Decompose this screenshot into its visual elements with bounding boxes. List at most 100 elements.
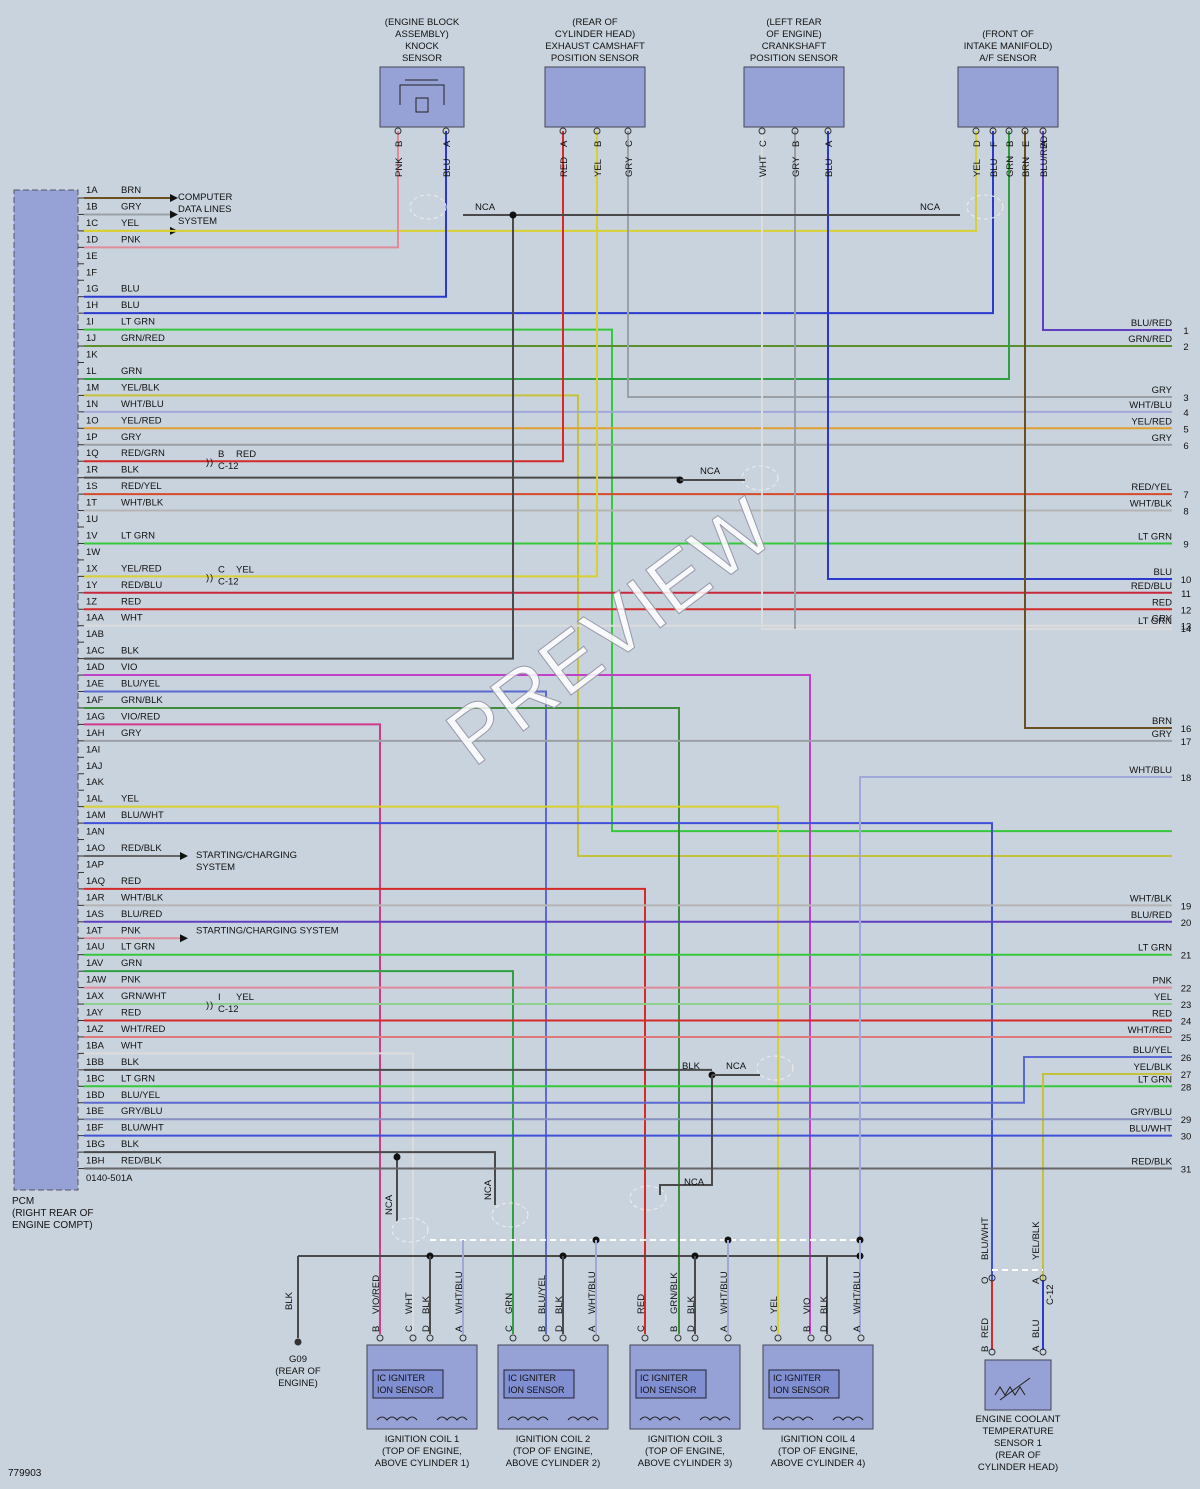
shield-symbol bbox=[966, 194, 1004, 220]
inline-connector-id: C-12 bbox=[218, 1004, 239, 1015]
sensor-caption: A/F SENSOR bbox=[979, 53, 1037, 64]
coil-pin-letter: B bbox=[669, 1326, 680, 1332]
inline-wire-label: RED bbox=[236, 449, 256, 460]
edge-ref-number: 6 bbox=[1183, 441, 1188, 452]
cam-red-wire bbox=[84, 131, 564, 463]
sensor-pin-letter: C bbox=[758, 140, 769, 147]
starting-charging-caption-2: STARTING/CHARGING SYSTEM bbox=[196, 925, 339, 936]
ect-pin-terminal bbox=[988, 1348, 996, 1356]
coil-pin-letter: D bbox=[686, 1325, 697, 1332]
ect-sensor-box bbox=[984, 1359, 1052, 1411]
pcm-pin-label: 1AL bbox=[86, 794, 103, 805]
crank-wht-wire bbox=[761, 131, 1172, 630]
shield-symbol bbox=[391, 1217, 429, 1243]
coil-pin-letter: D bbox=[819, 1325, 830, 1332]
coil-pin-terminal bbox=[724, 1334, 732, 1342]
pcm-wire-label: LT GRN bbox=[121, 317, 155, 328]
ground-wire-label: BLK bbox=[284, 1291, 295, 1310]
pcm-wire-label: VIO bbox=[121, 662, 137, 673]
pcm-wire-label: BLK bbox=[121, 1139, 140, 1150]
sensor-pin-letter: A bbox=[442, 140, 453, 147]
pcm-pin-label: 1A bbox=[86, 185, 98, 196]
pcm-pin-label: 1AY bbox=[86, 1008, 104, 1019]
sensor-pin-letter: E bbox=[1021, 141, 1032, 147]
coil-pin-letter: A bbox=[719, 1325, 730, 1332]
igniter-text: ION SENSOR bbox=[508, 1385, 565, 1395]
sensor-pin-letter: A bbox=[1039, 140, 1050, 147]
sensor-pin-terminal bbox=[758, 127, 766, 135]
edge-ref-number: 2 bbox=[1183, 342, 1188, 353]
pcm-wire-label: VIO/RED bbox=[121, 711, 160, 722]
ect-conn-wire: BLU/WHT bbox=[980, 1217, 991, 1260]
edge-ref-number: 31 bbox=[1181, 1165, 1192, 1176]
coil-pin-wire: VIO bbox=[802, 1298, 813, 1314]
edge-wire-label: WHT/BLK bbox=[1130, 893, 1173, 904]
inline-connector: ) bbox=[210, 1000, 213, 1011]
ignition-coil-caption: ABOVE CYLINDER 3) bbox=[638, 1458, 733, 1469]
coil-pin-wire: VIO/RED bbox=[371, 1275, 382, 1314]
sensor-box bbox=[743, 66, 845, 128]
pcm-wire-label: GRN bbox=[121, 366, 142, 377]
computer-data-caption: COMPUTER bbox=[178, 192, 233, 203]
sensor-pin-wire: BLU bbox=[442, 158, 453, 177]
pcm-wire-label: BLK bbox=[121, 1057, 140, 1068]
sensor-caption: POSITION SENSOR bbox=[750, 53, 838, 64]
computer-data-caption: SYSTEM bbox=[178, 216, 217, 227]
pcm-pin-label: 1BC bbox=[86, 1073, 105, 1084]
af-blu-wire bbox=[84, 131, 994, 315]
edge-ref-number: 25 bbox=[1181, 1033, 1192, 1044]
sensor-pin-letter: A bbox=[824, 140, 835, 147]
coil-pin-terminal bbox=[774, 1334, 782, 1342]
starting-charging-caption: SYSTEM bbox=[196, 862, 235, 873]
ignition-coil-caption: (TOP OF ENGINE, bbox=[778, 1446, 858, 1457]
sensor-caption: POSITION SENSOR bbox=[551, 53, 639, 64]
edge-ref-number: 20 bbox=[1181, 918, 1192, 929]
blu-yel-wire-coil2 bbox=[84, 690, 547, 1334]
sensor-caption: CYLINDER HEAD) bbox=[555, 29, 635, 40]
pcm-pin-label: 1AN bbox=[86, 827, 105, 838]
pcm-location: (RIGHT REAR OF bbox=[12, 1208, 94, 1219]
coil-pin-letter: A bbox=[852, 1325, 863, 1332]
sensor-pin-letter: B bbox=[394, 141, 405, 147]
pcm-wire-label: RED/BLK bbox=[121, 1156, 162, 1167]
af-blu-red-wire bbox=[1042, 131, 1172, 331]
ect-caption: (REAR OF bbox=[995, 1450, 1041, 1461]
sensor-pin-wire: BRN bbox=[1021, 157, 1032, 177]
sensor-caption: OF ENGINE) bbox=[766, 29, 821, 40]
edge-wire-label: BLU/RED bbox=[1131, 910, 1172, 921]
red-wire-coil3 bbox=[84, 887, 646, 1334]
edge-wire-label: BLU bbox=[1154, 567, 1173, 578]
edge-wire-label: GRY bbox=[1152, 729, 1173, 740]
ect-caption: ENGINE COOLANT bbox=[976, 1414, 1061, 1425]
arrow-head bbox=[170, 194, 178, 202]
ect-pin-wire: BLU bbox=[1031, 1319, 1042, 1338]
pcm-wire-label: RED/BLK bbox=[121, 843, 162, 854]
edge-ref-number: 23 bbox=[1181, 1000, 1192, 1011]
shield-drain-3 bbox=[659, 1075, 713, 1195]
coil-pin-wire: WHT/BLU bbox=[454, 1271, 465, 1314]
sensor-box bbox=[379, 66, 465, 128]
pcm-pin-label: 1BA bbox=[86, 1040, 105, 1051]
pcm-wire-label: BLK bbox=[121, 646, 140, 657]
sensors-layer: (ENGINE BLOCKASSEMBLY)KNOCKSENSORBPNKABL… bbox=[379, 17, 1059, 177]
igniter-block bbox=[503, 1369, 575, 1399]
cam-gry-wire bbox=[627, 131, 1172, 398]
pcm-connector-id: 0140-501A bbox=[86, 1173, 133, 1184]
pcm-wire-label: PNK bbox=[121, 975, 141, 986]
ignition-coil-caption: (TOP OF ENGINE, bbox=[645, 1446, 725, 1457]
coil-pin-wire: BLK bbox=[819, 1295, 830, 1314]
igniter-block bbox=[372, 1369, 444, 1399]
sensor-caption: (LEFT REAR bbox=[766, 17, 821, 28]
pcm-pin-label: 1AS bbox=[86, 909, 104, 920]
coil-pin-letter: D bbox=[554, 1325, 565, 1332]
sensor-pin-wire: GRN bbox=[1005, 156, 1016, 177]
pcm-pin-label: 1N bbox=[86, 399, 98, 410]
coil-pin-wire: YEL bbox=[769, 1296, 780, 1314]
pcm-pin-label: 1AQ bbox=[86, 876, 105, 887]
inline-connector: ) bbox=[206, 1000, 209, 1011]
pcm-pin-label: 1J bbox=[86, 333, 96, 344]
blu-yel-wire-26 bbox=[84, 1056, 1172, 1104]
ignition-coil-caption: ABOVE CYLINDER 2) bbox=[506, 1458, 601, 1469]
pcm-pin-label: 1AD bbox=[86, 662, 105, 673]
coil-pin-terminal bbox=[559, 1334, 567, 1342]
